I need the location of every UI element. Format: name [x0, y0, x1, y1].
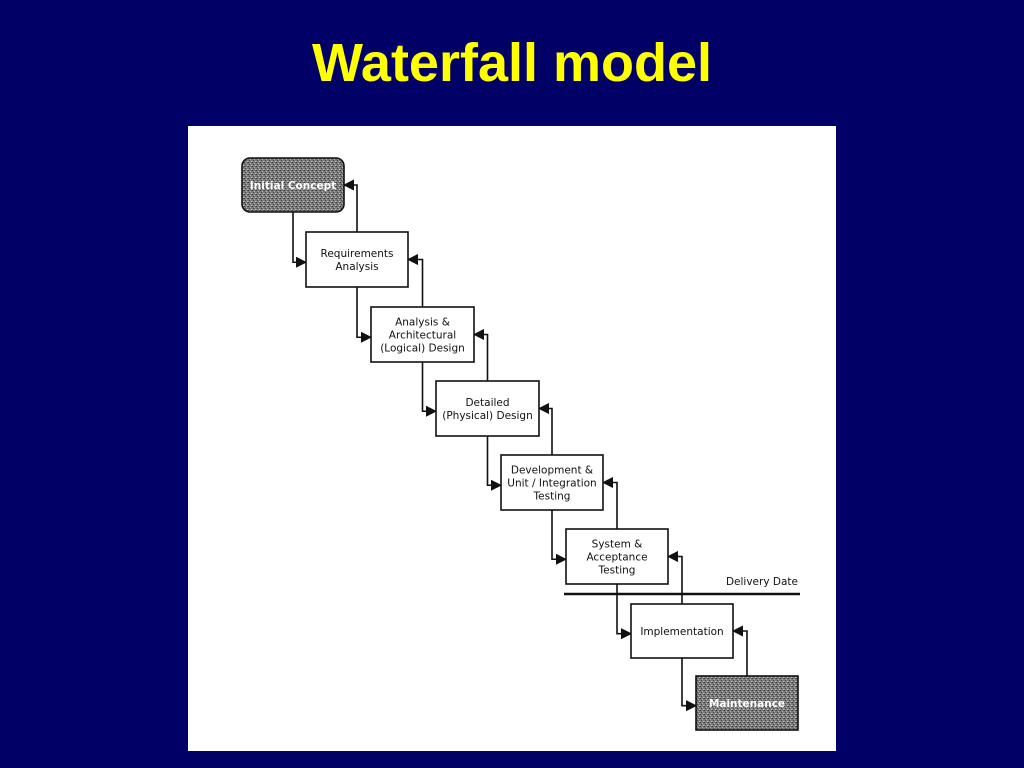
phase-label-line: Development & [511, 465, 593, 477]
forward-flow-arrow [616, 584, 633, 640]
forward-flow-arrow [356, 287, 373, 343]
phase-label-line: Maintenance [709, 698, 785, 710]
phase-label-line: Testing [598, 565, 636, 577]
phase-label-line: Detailed [465, 397, 509, 409]
phase-label-line: Analysis [335, 261, 378, 273]
feedback-arrow [537, 402, 553, 455]
phase-box-architectural-design: Analysis &Architectural(Logical) Design [370, 306, 475, 363]
forward-flow-arrow [292, 212, 308, 268]
forward-flow-arrow [486, 436, 503, 491]
feedback-arrow [731, 625, 748, 676]
phase-label-line: System & [592, 539, 643, 551]
phase-box-maintenance: Maintenance [695, 675, 799, 731]
forward-flow-arrow [681, 658, 698, 712]
phase-label-line: Implementation [640, 626, 723, 638]
feedback-arrow [406, 253, 424, 307]
phase-box-detailed-design: Detailed(Physical) Design [435, 380, 540, 437]
forward-flow-arrow [551, 510, 568, 565]
phase-label-line: (Logical) Design [380, 343, 465, 355]
feedback-arrow [342, 179, 358, 232]
phase-box-initial-concept: Initial Concept [241, 157, 345, 213]
phase-box-implementation: Implementation [630, 603, 734, 659]
phase-label-line: Initial Concept [250, 180, 336, 192]
waterfall-diagram: Initial ConceptRequirementsAnalysisAnaly… [241, 157, 800, 731]
phase-label-line: Testing [533, 491, 571, 503]
phase-label-line: Architectural [389, 330, 456, 342]
forward-flow-arrow [421, 362, 438, 417]
feedback-arrow [472, 328, 489, 381]
phase-label-line: Requirements [321, 248, 394, 260]
feedback-arrow [601, 476, 618, 529]
delivery-date-label: Delivery Date [726, 576, 798, 588]
phase-label-line: Analysis & [395, 317, 450, 329]
phase-label-line: Unit / Integration [507, 478, 596, 490]
phase-label-line: (Physical) Design [442, 410, 533, 422]
feedback-arrow [666, 550, 683, 604]
slide-title: Waterfall model [311, 33, 713, 93]
phase-label-line: Acceptance [586, 552, 647, 564]
